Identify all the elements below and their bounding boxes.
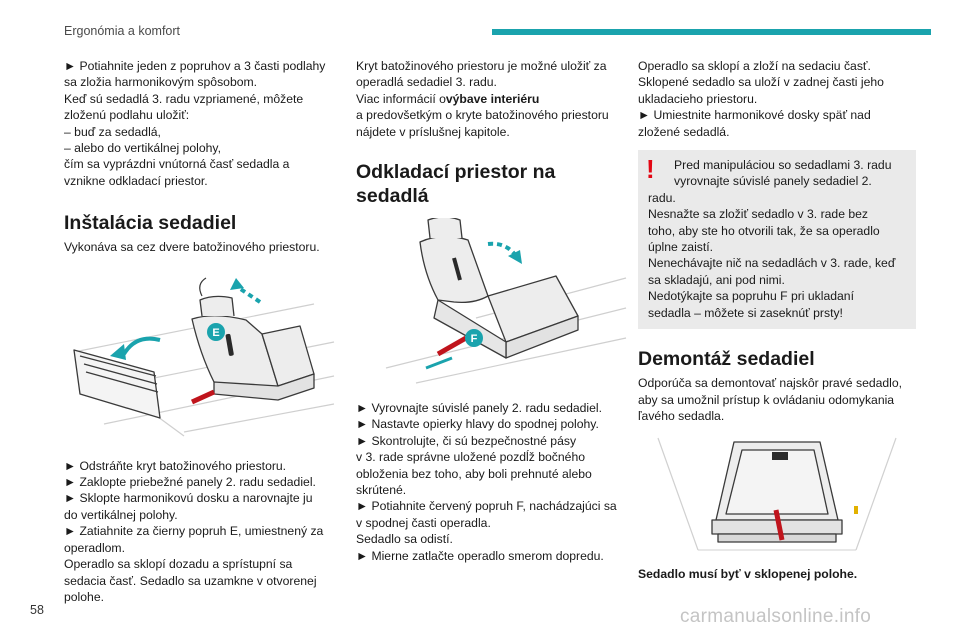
text-line: Viac informácií ovýbave interiéru xyxy=(356,91,634,107)
text-line: sa zložia harmonikovým spôsobom. xyxy=(64,75,258,90)
step-line: ► Potiahnite červený popruh F, nachádzaj… xyxy=(356,499,617,514)
step-line: Operadlo sa sklopí dozadu a sprístupní s… xyxy=(64,557,293,572)
step-line: do vertikálnej polohy. xyxy=(64,507,178,522)
step-line: operadlom. xyxy=(64,540,125,555)
warning-line: sedadla – môžete si zaseknúť prsty! xyxy=(648,305,843,320)
step-line: ► Vyrovnajte súvislé panely 2. radu seda… xyxy=(356,401,603,416)
warning-line: toho, aby ste ho otvorili tak, že sa ope… xyxy=(648,223,880,238)
step-line: ► Odstráňte kryt batožinového priestoru. xyxy=(64,458,287,473)
text-line: operadlá sedadiel 3. radu. xyxy=(356,75,497,90)
warning-line: Nesnažte sa zložiť sedadlo v 3. rade bez xyxy=(648,207,869,222)
column-1: ► Potiahnite jeden z popruhov a 3 časti … xyxy=(64,58,342,605)
text-line: vznikne odkladací priestor. xyxy=(64,173,208,188)
col1-steps: ► Odstráňte kryt batožinového priestoru.… xyxy=(64,458,342,606)
warning-line: sa skladajú, ani pod nimi. xyxy=(648,272,785,287)
label-e: E xyxy=(212,327,219,339)
seat-illustration-e: E xyxy=(73,277,335,437)
label-e-badge xyxy=(207,322,225,341)
text-line: – buď za sedadlá, xyxy=(64,124,161,139)
warning-line: Pred manipuláciou so sedadlami 3. radu xyxy=(674,158,892,173)
seat-illustration-removal xyxy=(657,438,897,551)
heading-installation: Inštalácia sedadiel xyxy=(64,212,237,235)
text-line: nájdete v príslušnej kapitole. xyxy=(356,124,510,139)
page-number: 58 xyxy=(30,603,44,617)
text-line: zložené sedadlá. xyxy=(638,124,730,139)
text-line: ukladacieho priestoru. xyxy=(638,91,758,106)
column-2: Kryt batožinového priestoru je možné ulo… xyxy=(356,58,634,564)
text-line: Operadlo sa sklopí a zloží na sedaciu ča… xyxy=(638,59,871,73)
warning-line: úplne zaistí. xyxy=(648,240,714,255)
label-f-badge xyxy=(465,329,483,348)
warning-icon: ! xyxy=(646,154,655,185)
heading-line: sedadlá xyxy=(356,185,429,208)
step-line: v 3. rade správne uložené pozdĺž bočného xyxy=(356,450,586,465)
step-line: ► Zatiahnite za čierny popruh E, umiestn… xyxy=(64,524,324,539)
step-line: v spodnej časti operadla. xyxy=(356,515,491,530)
seat-illustration-f: F xyxy=(385,216,627,384)
header-accent-bar xyxy=(492,29,931,35)
figure-seat-installation: E xyxy=(64,264,342,440)
text-line: čím sa vyprázdni vnútorná časť sedadla a xyxy=(64,157,290,172)
figure-caption: Sedadlo musí byť v sklopenej polohe. xyxy=(638,567,858,582)
bold-reference: výbave interiéru xyxy=(445,91,540,106)
text-line: ► Potiahnite jeden z popruhov a 3 časti … xyxy=(64,59,326,73)
column-3: Operadlo sa sklopí a zloží na sedaciu ča… xyxy=(638,58,916,583)
watermark: carmanualsonline.info xyxy=(680,606,872,627)
text-line: Kryt batožinového priestoru je možné ulo… xyxy=(356,59,607,73)
step-line: skrútené. xyxy=(356,483,407,498)
warning-line: vyrovnajte súvislé panely sedadiel 2. xyxy=(674,174,872,189)
text-line: Sklopené sedadlo sa uloží v zadnej časti… xyxy=(638,75,884,90)
warning-line: Nedotýkajte sa popruhu F pri ukladaní xyxy=(648,289,854,304)
figure-seat-storage: F xyxy=(356,216,634,388)
text-line: Odporúča sa demontovať najskôr pravé sed… xyxy=(638,376,903,391)
text-span: Viac informácií o xyxy=(356,91,446,106)
step-line: ► Nastavte opierky hlavy do spodnej polo… xyxy=(356,417,599,432)
step-line: sedacia časť. Sedadlo sa uzamkne v otvor… xyxy=(64,573,317,588)
text-line: a predovšetkým o kryte batožinového prie… xyxy=(356,108,609,123)
warning-box: ! Pred manipuláciou so sedadlami 3. radu… xyxy=(638,150,916,330)
step-line: ► Skontrolujte, či sú bezpečnostné pásy xyxy=(356,433,577,448)
step-line: ► Sklopte harmonikovú dosku a narovnajte… xyxy=(64,491,313,506)
label-f: F xyxy=(471,333,478,345)
text-line: Keď sú sedadlá 3. radu vzpriamené, môžet… xyxy=(64,91,304,106)
step-line: polohe. xyxy=(64,589,104,604)
text-line: aby sa umožnil prístup k ovládaniu odomy… xyxy=(638,392,895,407)
heading-storage: Odkladací priestor na sedadlá xyxy=(356,160,634,208)
text-line: ľavého sedadla. xyxy=(638,408,725,423)
warning-line: radu. xyxy=(648,190,676,205)
text-line: zloženú podlahu uložiť: xyxy=(64,108,190,123)
header-title: Ergonómia a komfort xyxy=(64,24,181,38)
step-line: obloženia bez toho, aby boli prehnuté al… xyxy=(356,466,592,481)
figure-seat-removal xyxy=(638,428,916,552)
heading-removal: Demontáž sedadiel xyxy=(638,348,815,371)
step-line: Sedadlo sa odistí. xyxy=(356,532,453,547)
text-line: – alebo do vertikálnej polohy, xyxy=(64,141,221,156)
text-line: ► Umiestnite harmonikové dosky späť nad xyxy=(638,108,871,123)
heading-line: Odkladací priestor na xyxy=(356,161,556,184)
col1-para1: ► Potiahnite jeden z popruhov a 3 časti … xyxy=(64,58,342,189)
col3-intro: Odporúča sa demontovať najskôr pravé sed… xyxy=(638,375,916,424)
col1-intro: Vykonáva sa cez dvere batožinového pries… xyxy=(64,240,320,255)
col3-para1: Operadlo sa sklopí a zloží na sedaciu ča… xyxy=(638,58,916,140)
step-line: ► Mierne zatlačte operadlo smerom dopred… xyxy=(356,548,604,563)
step-line: ► Zaklopte priebežné panely 2. radu seda… xyxy=(64,475,316,490)
col2-steps: ► Vyrovnajte súvislé panely 2. radu seda… xyxy=(356,400,634,564)
warning-line: Nenechávajte nič na sedadlách v 3. rade,… xyxy=(648,256,896,271)
